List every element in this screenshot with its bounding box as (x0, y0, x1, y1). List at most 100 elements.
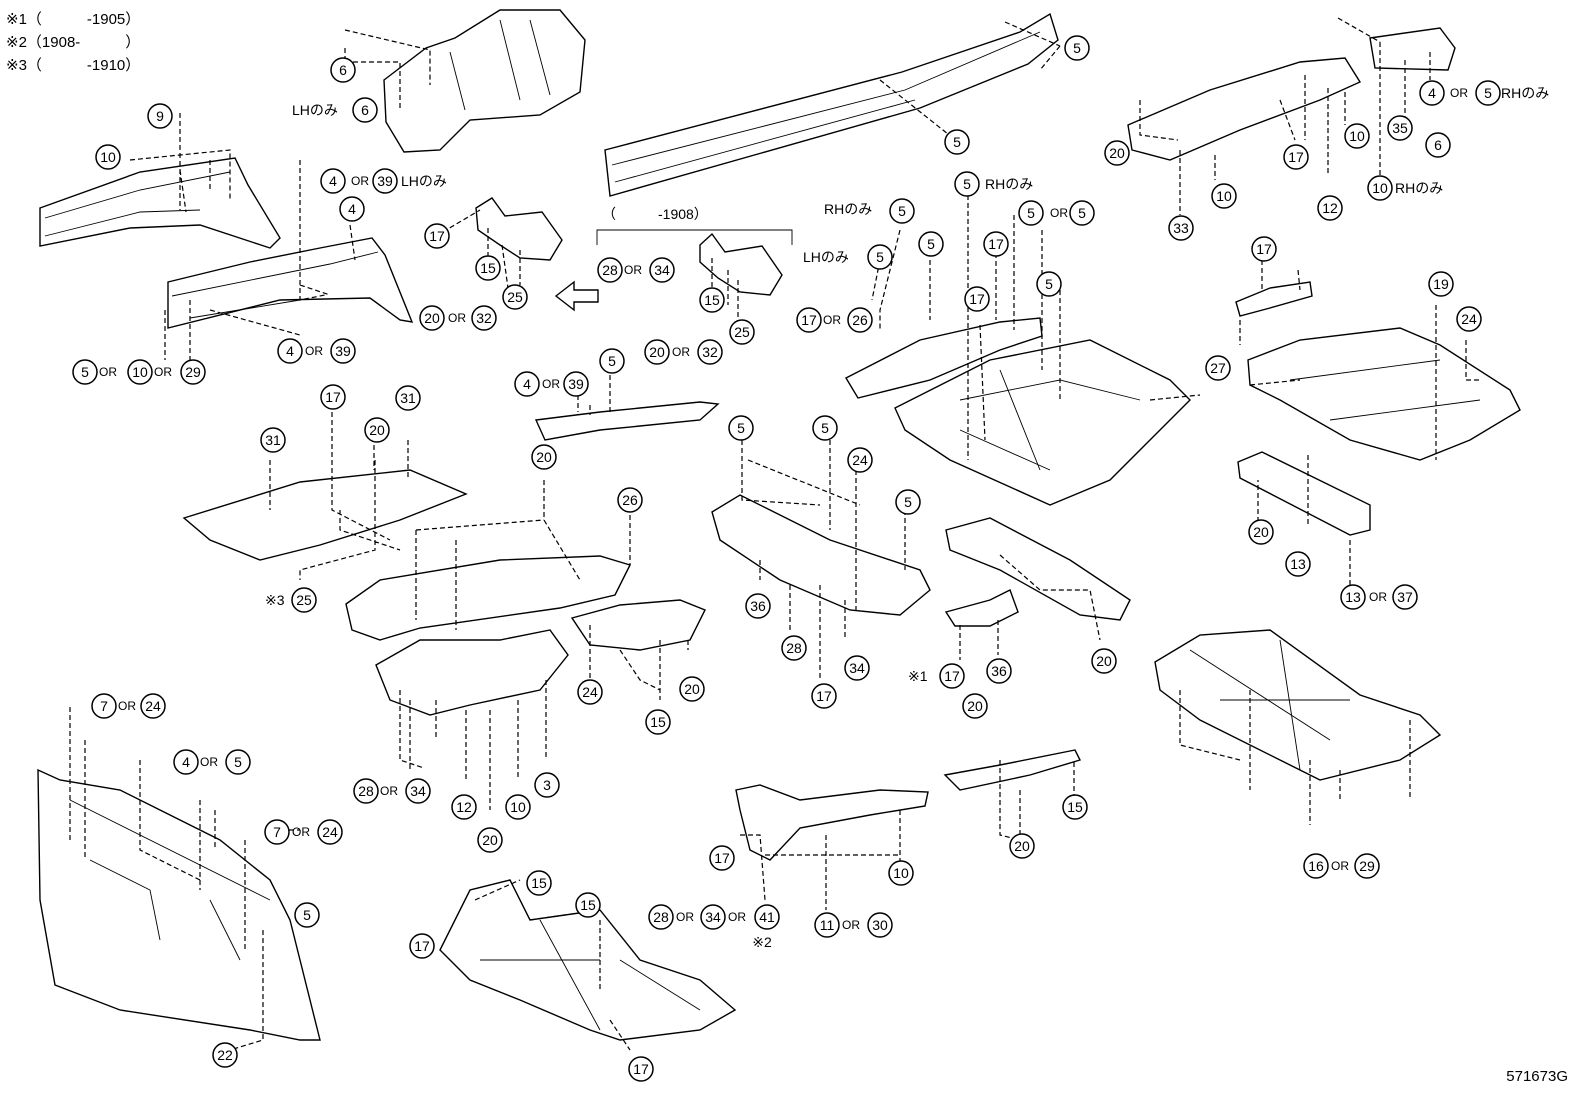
callout-number: 26 (622, 492, 638, 508)
or-connector: OR (676, 910, 694, 924)
callout-13: 13 (1285, 551, 1311, 577)
callout-number: 4 (348, 201, 356, 217)
or-connector: OR (200, 755, 218, 769)
callout-circle (72, 359, 98, 385)
front-floor-side-left (182, 469, 468, 561)
callout-number: 20 (649, 344, 665, 360)
or-connector: OR (99, 365, 117, 379)
qualifier-label: ※3 (265, 592, 285, 608)
callout-number: 5 (81, 364, 89, 380)
callout-number: 34 (849, 660, 865, 676)
callout-number: 29 (185, 364, 201, 380)
callout-number: 31 (265, 432, 281, 448)
callout-circle (1419, 80, 1445, 106)
center-floor-crossmember (711, 494, 931, 616)
rear-side-member (1127, 57, 1362, 161)
bracket-15-25 (475, 197, 563, 261)
callout-32: 32 (697, 339, 723, 365)
callout-26: 26 (617, 487, 643, 513)
callout-5: 5 (728, 415, 754, 441)
callout-circle (648, 904, 674, 930)
leader-lines (69, 17, 1480, 1051)
callout-circle (628, 1056, 654, 1082)
callout-circle (475, 255, 501, 281)
or-connector: OR (1331, 859, 1349, 873)
callout-20: 20 (962, 693, 988, 719)
callout-number: 15 (1067, 799, 1083, 815)
callout-number: 20 (1253, 524, 1269, 540)
callout-number: 39 (377, 173, 393, 189)
callout-10: 10 (127, 359, 153, 385)
callout-10: 10 (505, 794, 531, 820)
callout-number: 10 (132, 364, 148, 380)
callout-number: 13 (1290, 556, 1306, 572)
callout-number: 28 (653, 909, 669, 925)
or-connector: OR (1050, 206, 1068, 220)
callout-circle (471, 305, 497, 331)
callout-circle (1340, 584, 1366, 610)
callout-17: 17 (1251, 236, 1277, 262)
callout-number: 5 (963, 176, 971, 192)
callout-15: 15 (699, 287, 725, 313)
callout-circle (754, 904, 780, 930)
callout-17: 17 (811, 683, 837, 709)
callout-circle (424, 223, 450, 249)
callout-7: 7 (264, 819, 290, 845)
callout-circle (477, 827, 503, 853)
callout-circle (91, 693, 117, 719)
callout-35: 35 (1387, 115, 1413, 141)
rear-suspension-member (1154, 629, 1442, 781)
callout-circle (617, 487, 643, 513)
callout-36: 36 (986, 658, 1012, 684)
callout-number: 15 (580, 897, 596, 913)
callout-circle (644, 339, 670, 365)
callout-number: 5 (1045, 276, 1053, 292)
callout-number: 24 (1461, 311, 1477, 327)
callout-number: 10 (1216, 188, 1232, 204)
callout-number: 4 (523, 376, 531, 392)
note-1: ※1（ -1905） (6, 11, 141, 28)
callout-number: 34 (410, 783, 426, 799)
callout-number: 11 (820, 917, 835, 933)
callout-24: 24 (140, 693, 166, 719)
callout-17: 17 (939, 663, 965, 689)
callout-circle (291, 587, 317, 613)
callout-number: 37 (1397, 589, 1413, 605)
callout-circle (212, 1042, 238, 1068)
callout-number: 5 (303, 907, 311, 923)
callout-number: 27 (1210, 360, 1226, 376)
qualifier-label: LHのみ (401, 173, 447, 189)
callout-circle (709, 845, 735, 871)
callout-circle (264, 819, 290, 845)
callout-17: 17 (320, 384, 346, 410)
callout-circle (1283, 144, 1309, 170)
callout-28: 28 (597, 257, 623, 283)
callout-number: 36 (750, 598, 766, 614)
callout-number: 5 (927, 236, 935, 252)
callout-17: 17 (1283, 144, 1309, 170)
callout-circle (1251, 236, 1277, 262)
or-connector: OR (542, 377, 560, 391)
callout-number: 17 (944, 668, 960, 684)
callout-5: 5 (954, 171, 980, 197)
qualifier-label: RHのみ (985, 176, 1033, 192)
callout-circle (867, 244, 893, 270)
callout-number: 24 (852, 452, 868, 468)
callout-5: 5 (1475, 80, 1501, 106)
callout-circle (699, 287, 725, 313)
callout-20: 20 (1009, 833, 1035, 859)
or-connector: OR (380, 784, 398, 798)
callout-number: 12 (456, 799, 472, 815)
callout-5: 5 (867, 244, 893, 270)
qualifier-label: LHのみ (803, 249, 849, 265)
callout-circle (419, 305, 445, 331)
callout-circle (180, 359, 206, 385)
callout-number: 20 (684, 681, 700, 697)
callout-6: 6 (330, 57, 356, 83)
callout-circle (260, 427, 286, 453)
callout-5: 5 (72, 359, 98, 385)
callout-circle (796, 307, 822, 333)
callout-26: 26 (847, 307, 873, 333)
callout-number: 20 (967, 698, 983, 714)
qualifier-label: RHのみ (1395, 180, 1443, 196)
